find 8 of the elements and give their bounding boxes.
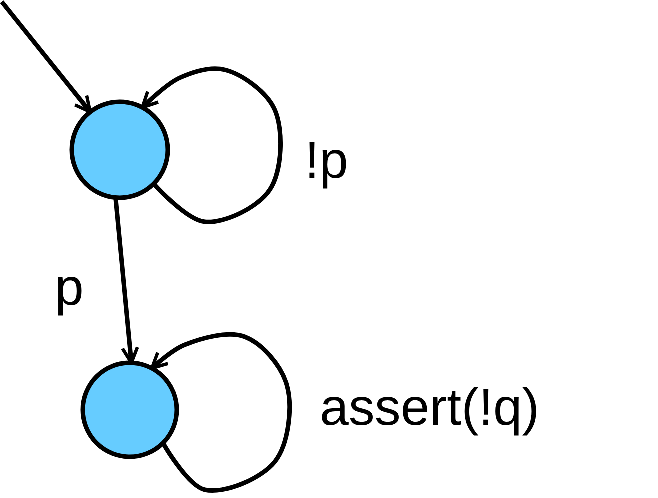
edge-label: assert(!q) (320, 382, 540, 434)
state-circle (80, 360, 180, 460)
self-loop-arrow (140, 66, 283, 224)
self-loop-arrow (150, 332, 292, 493)
edge-label: p (55, 262, 84, 314)
state-circle (70, 100, 170, 200)
edge-label: !p (305, 135, 348, 187)
arrow (0, 0, 92, 114)
